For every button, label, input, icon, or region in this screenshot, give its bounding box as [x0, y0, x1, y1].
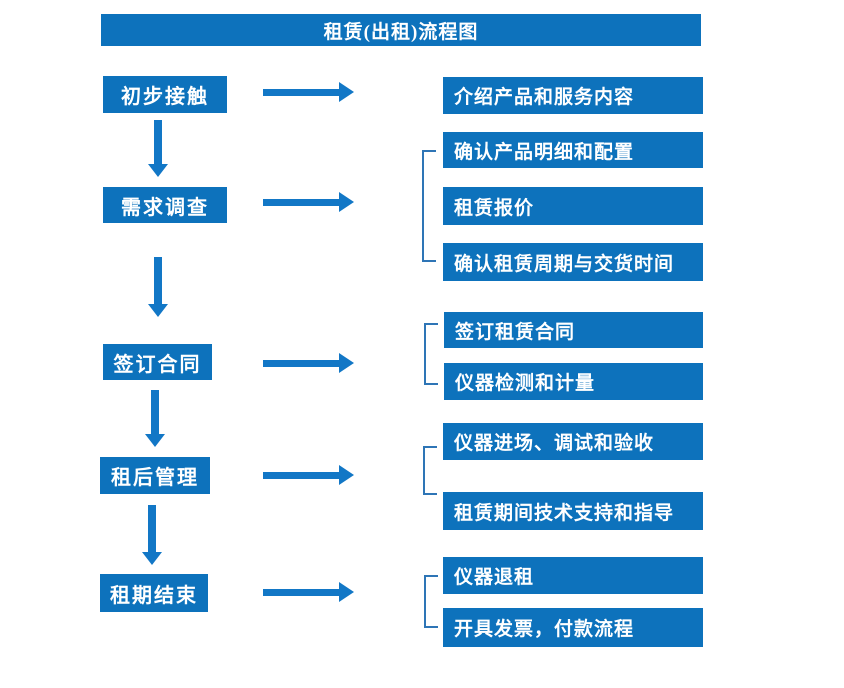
arrow-right-5	[263, 582, 354, 602]
detail-box-4-2: 租赁期间技术支持和指导	[443, 492, 703, 530]
detail-box-5-1: 仪器退租	[443, 557, 703, 594]
arrow-shaft	[154, 257, 162, 304]
detail-box-4-1: 仪器进场、调试和验收	[443, 423, 703, 460]
arrow-shaft	[263, 589, 340, 596]
arrow-head-icon	[339, 353, 354, 373]
step-box-1: 初步接触	[103, 76, 227, 113]
arrow-shaft	[263, 89, 340, 96]
detail-box-5-2: 开具发票，付款流程	[443, 608, 703, 647]
detail-box-3-1: 签订租赁合同	[444, 312, 703, 348]
detail-box-2-3: 确认租赁周期与交货时间	[443, 243, 703, 281]
step-box-3: 签订合同	[103, 344, 212, 380]
arrow-down-1	[148, 120, 168, 177]
arrow-down-4	[142, 505, 162, 565]
arrow-right-1	[263, 82, 354, 102]
arrow-head-icon	[142, 552, 162, 565]
detail-box-1-1: 介绍产品和服务内容	[443, 77, 703, 114]
detail-box-2-1: 确认产品明细和配置	[443, 132, 703, 168]
bracket-group-3	[424, 323, 438, 385]
step-box-5: 租期结束	[100, 574, 208, 612]
arrow-right-2	[263, 192, 354, 212]
arrow-shaft	[263, 199, 340, 206]
arrow-head-icon	[148, 164, 168, 177]
arrow-head-icon	[339, 192, 354, 212]
arrow-down-3	[145, 390, 165, 447]
arrow-head-icon	[145, 434, 165, 447]
arrow-right-3	[263, 353, 354, 373]
bracket-group-5	[424, 575, 438, 628]
step-box-4: 租后管理	[100, 457, 210, 494]
bracket-group-4	[423, 446, 437, 495]
flowchart-title: 租赁(出租)流程图	[101, 14, 701, 46]
arrow-shaft	[263, 472, 340, 479]
arrow-head-icon	[339, 82, 354, 102]
arrow-shaft	[151, 390, 159, 434]
arrow-down-2	[148, 257, 168, 317]
arrow-shaft	[263, 360, 340, 367]
arrow-head-icon	[339, 582, 354, 602]
detail-box-2-2: 租赁报价	[443, 187, 703, 225]
bracket-group-2	[422, 150, 436, 262]
arrow-right-4	[263, 465, 354, 485]
detail-box-3-2: 仪器检测和计量	[444, 363, 703, 400]
step-box-2: 需求调查	[103, 187, 227, 223]
arrow-head-icon	[148, 304, 168, 317]
arrow-shaft	[154, 120, 162, 164]
arrow-head-icon	[339, 465, 354, 485]
arrow-shaft	[148, 505, 156, 552]
